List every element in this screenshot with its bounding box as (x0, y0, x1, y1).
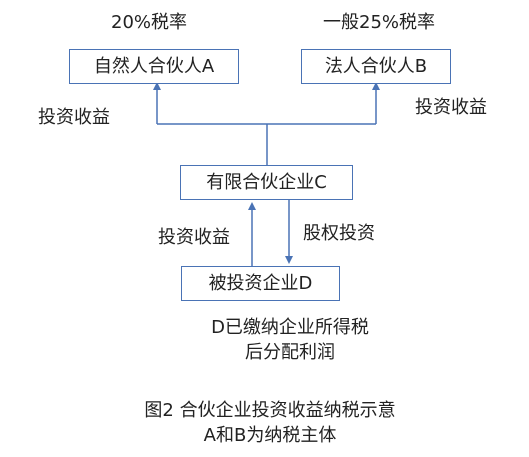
edge-label-c-to-d: 股权投资 (303, 223, 375, 244)
node-d: 被投资企业D (181, 266, 340, 301)
node-b: 法人合伙人B (301, 49, 451, 84)
caption-line-1: 图2 合伙企业投资收益纳税示意 (144, 400, 396, 421)
node-a: 自然人合伙人A (69, 49, 239, 84)
note-line-1: D已缴纳企业所得税 (211, 317, 369, 338)
edge-label-d-to-c: 投资收益 (158, 227, 230, 248)
rate-label-b: 一般25%税率 (323, 12, 436, 33)
node-a-label: 自然人合伙人A (93, 55, 215, 77)
node-c: 有限合伙企业C (180, 165, 353, 200)
caption-line-2: A和B为纳税主体 (203, 425, 337, 446)
node-d-label: 被投资企业D (208, 272, 313, 294)
edge-label-c-to-b: 投资收益 (415, 97, 487, 118)
node-b-label: 法人合伙人B (324, 55, 428, 77)
node-c-label: 有限合伙企业C (206, 171, 327, 193)
rate-label-a: 20%税率 (111, 12, 188, 33)
edge-label-c-to-a: 投资收益 (38, 107, 110, 128)
note-line-2: 后分配利润 (245, 342, 335, 363)
